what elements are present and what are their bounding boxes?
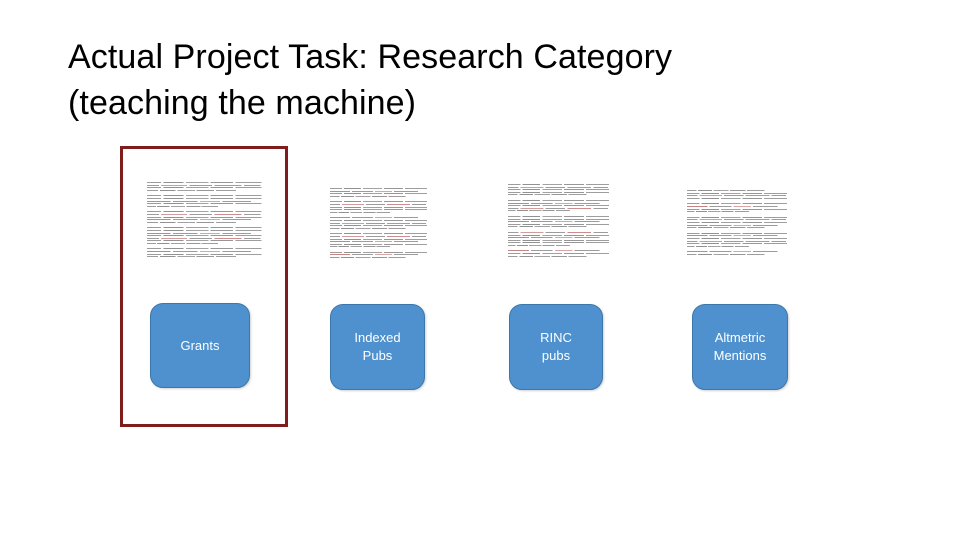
- grants-highlight-rectangle: [120, 146, 288, 427]
- rinc-pubs-document-thumbnail: [508, 184, 612, 272]
- category-box-rinc-pubs[interactable]: RINC pubs: [509, 304, 603, 390]
- page-title: Actual Project Task: Research Category (…: [68, 38, 673, 122]
- altmetric-mentions-document-thumbnail: [687, 190, 790, 272]
- indexed-pubs-document-thumbnail: [330, 188, 430, 272]
- category-box-grants[interactable]: Grants: [150, 303, 250, 388]
- grants-document-thumbnail: [147, 182, 265, 270]
- category-box-indexed-pubs[interactable]: Indexed Pubs: [330, 304, 425, 390]
- category-box-altmetric-mentions[interactable]: Altmetric Mentions: [692, 304, 788, 390]
